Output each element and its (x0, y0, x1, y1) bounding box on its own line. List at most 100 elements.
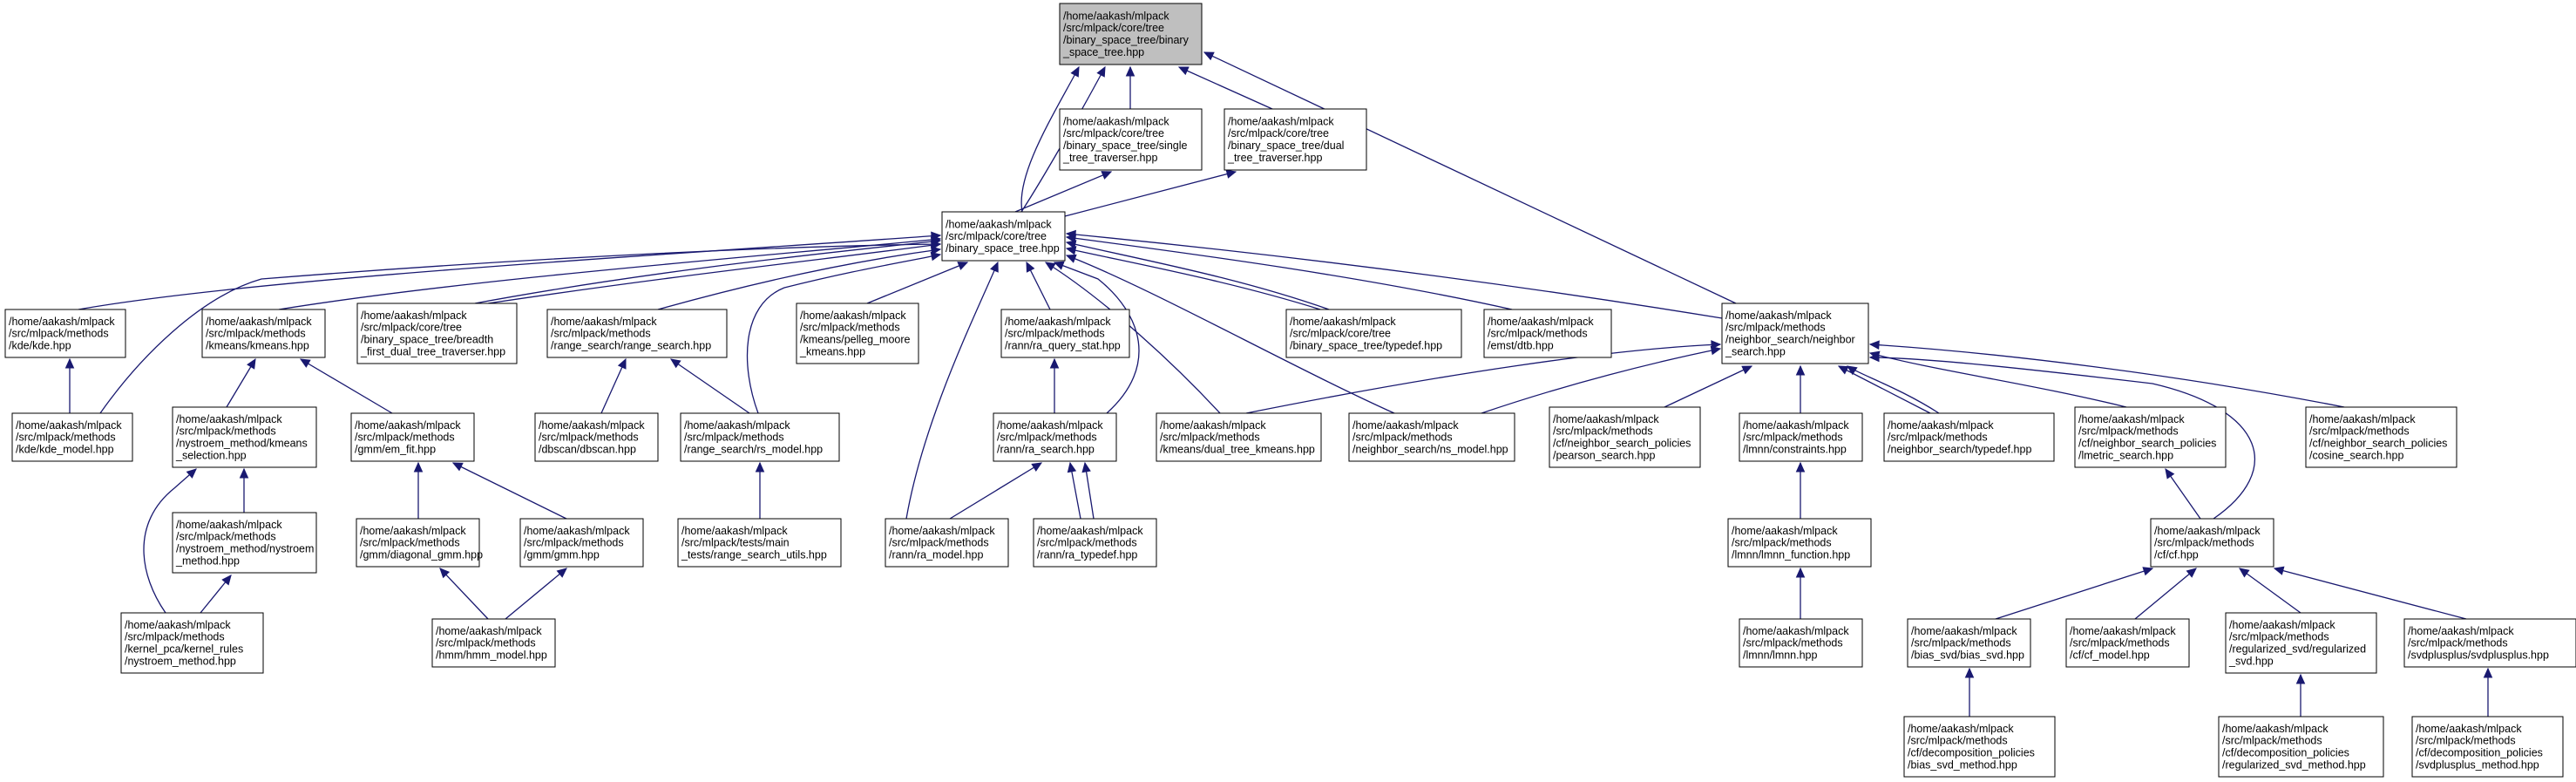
node-lmetric[interactable]: /home/aakash/mlpack/src/mlpack/methods/c… (2074, 406, 2227, 468)
node-label-line: /src/mlpack/methods (16, 432, 116, 444)
node-label-line: /home/aakash/mlpack (2154, 525, 2261, 537)
edge-arrowhead (2239, 568, 2250, 578)
node-box (993, 412, 1117, 462)
edge-arrowhead (239, 467, 249, 479)
node-label-line: /kmeans/pelleg_moore (800, 334, 911, 346)
node-rsutils[interactable]: /home/aakash/mlpack/src/mlpack/tests/mai… (677, 518, 842, 568)
edge-line (905, 262, 999, 520)
node-gmm[interactable]: /home/aakash/mlpack/src/mlpack/methods/g… (519, 518, 644, 568)
node-regsvdpol[interactable]: /home/aakash/mlpack/src/mlpack/methods/c… (2218, 716, 2384, 778)
node-label-line: /pearson_search.hpp (1553, 449, 1655, 461)
edge-rsmodel-to-rangesearch (669, 358, 750, 414)
node-lmnn[interactable]: /home/aakash/mlpack/src/mlpack/methods/l… (1739, 618, 1863, 668)
node-svdpp[interactable]: /home/aakash/mlpack/src/mlpack/methods/s… (2403, 618, 2576, 668)
node-cosine[interactable]: /home/aakash/mlpack/src/mlpack/methods/c… (2305, 406, 2457, 468)
node-lmnnfunc[interactable]: /home/aakash/mlpack/src/mlpack/methods/l… (1727, 518, 1872, 568)
edge-arrowhead (1846, 365, 1858, 376)
node-label-line: /src/mlpack/core/tree (946, 230, 1047, 242)
edge-arrowhead (755, 461, 765, 473)
node-pelleg[interactable]: /home/aakash/mlpack/src/mlpack/methods/k… (796, 303, 919, 364)
edge-arrowhead (1741, 365, 1753, 375)
node-emfit[interactable]: /home/aakash/mlpack/src/mlpack/methods/g… (350, 412, 475, 462)
node-rsmodel[interactable]: /home/aakash/mlpack/src/mlpack/methods/r… (680, 412, 840, 462)
node-emst[interactable]: /home/aakash/mlpack/src/mlpack/methods/e… (1483, 309, 1612, 358)
node-kde[interactable]: /home/aakash/mlpack/src/mlpack/methods/k… (4, 309, 126, 358)
node-label-line: /src/mlpack/methods (1160, 432, 1260, 444)
node-label-line: /src/mlpack/methods (2229, 631, 2329, 643)
node-rangesearch[interactable]: /home/aakash/mlpack/src/mlpack/methods/r… (546, 309, 728, 358)
node-lmnnc[interactable]: /home/aakash/mlpack/src/mlpack/methods/l… (1739, 412, 1863, 462)
edge-line (2274, 568, 2467, 620)
node-label-line: /bias_svd/bias_svd.hpp (1911, 649, 2024, 661)
node-bsttypedef[interactable]: /home/aakash/mlpack/src/mlpack/core/tree… (1285, 309, 1462, 358)
node-dtkmeans[interactable]: /home/aakash/mlpack/src/mlpack/methods/k… (1156, 412, 1322, 462)
edge-arrowhead (2186, 568, 2197, 578)
node-pearson[interactable]: /home/aakash/mlpack/src/mlpack/methods/c… (1549, 406, 1701, 468)
node-svdpppol[interactable]: /home/aakash/mlpack/src/mlpack/methods/c… (2411, 716, 2564, 778)
node-label-line: /regularized_svd_method.hpp (2222, 758, 2366, 771)
edge-arrowhead (451, 462, 464, 472)
node-nstypedef[interactable]: /home/aakash/mlpack/src/mlpack/methods/n… (1883, 412, 2055, 462)
node-kernelnyst[interactable]: /home/aakash/mlpack/src/mlpack/methods/k… (120, 612, 264, 674)
node-cfmodel[interactable]: /home/aakash/mlpack/src/mlpack/methods/c… (2065, 618, 2190, 668)
node-biassvdpol[interactable]: /home/aakash/mlpack/src/mlpack/methods/c… (1903, 716, 2056, 778)
node-nsearch[interactable]: /home/aakash/mlpack/src/mlpack/methods/n… (1721, 303, 1869, 364)
node-dual[interactable]: /home/aakash/mlpack/src/mlpack/core/tree… (1224, 108, 1367, 171)
edge-arrowhead (1868, 352, 1880, 363)
edge-arrowhead (1065, 240, 1077, 249)
edge-emst-to-bst (1065, 234, 1513, 310)
node-breadth[interactable]: /home/aakash/mlpack/src/mlpack/core/tree… (356, 303, 518, 364)
edge-arrowhead (1065, 254, 1077, 263)
edge-line (78, 235, 941, 310)
edge-arrowhead (957, 262, 969, 270)
node-nsmodel[interactable]: /home/aakash/mlpack/src/mlpack/methods/n… (1348, 412, 1515, 462)
node-root[interactable]: /home/aakash/mlpack/src/mlpack/core/tree… (1059, 3, 1203, 65)
node-label-line: /lmetric_search.hpp (2078, 449, 2173, 461)
node-label-line: /regularized_svd/regularized (2229, 643, 2366, 656)
node-dbscan[interactable]: /home/aakash/mlpack/src/mlpack/methods/d… (534, 412, 659, 462)
node-kmeans[interactable]: /home/aakash/mlpack/src/mlpack/methods/k… (201, 309, 326, 358)
graph-nodes: /home/aakash/mlpack/src/mlpack/core/tree… (4, 3, 2576, 778)
edge-line (2239, 568, 2301, 614)
node-label-line: /home/aakash/mlpack (1911, 625, 2017, 637)
node-box (2065, 618, 2190, 668)
edge-nstypedef-to-nsearch (1837, 365, 1931, 414)
node-box (1721, 303, 1869, 364)
node-diaggmm[interactable]: /home/aakash/mlpack/src/mlpack/methods/g… (356, 518, 483, 568)
node-bst[interactable]: /home/aakash/mlpack/src/mlpack/core/tree… (941, 211, 1066, 262)
node-regsvd[interactable]: /home/aakash/mlpack/src/mlpack/methods/r… (2225, 612, 2377, 674)
edge-arrowhead (2295, 673, 2306, 684)
node-label-line: /neighbor_search/typedef.hpp (1888, 443, 2031, 455)
node-label-line: /rann/ra_typedef.hpp (1037, 548, 1137, 561)
node-label-line: /cf/decomposition_policies (2416, 747, 2543, 759)
node-rasearch[interactable]: /home/aakash/mlpack/src/mlpack/methods/r… (993, 412, 1117, 462)
edge-kernelnyst-to-nystsel (143, 468, 197, 614)
edge-line (1869, 343, 2345, 408)
edge-bsttypedef-to-bst (1065, 240, 1330, 310)
node-nystmethod[interactable]: /home/aakash/mlpack/src/mlpack/methods/n… (172, 512, 317, 574)
node-raquery[interactable]: /home/aakash/mlpack/src/mlpack/methods/r… (1000, 309, 1130, 358)
node-ratypedef[interactable]: /home/aakash/mlpack/src/mlpack/methods/r… (1033, 518, 1157, 568)
node-ramodel[interactable]: /home/aakash/mlpack/src/mlpack/methods/r… (885, 518, 1009, 568)
node-biassvd[interactable]: /home/aakash/mlpack/src/mlpack/methods/b… (1907, 618, 2031, 668)
edge-line (866, 262, 968, 304)
node-label-line: /src/mlpack/core/tree (1063, 127, 1164, 139)
node-label-line: /home/aakash/mlpack (360, 525, 466, 537)
node-single[interactable]: /home/aakash/mlpack/src/mlpack/core/tree… (1059, 108, 1203, 171)
node-nystsel[interactable]: /home/aakash/mlpack/src/mlpack/methods/n… (172, 406, 317, 468)
node-label-line: /lmnn/constraints.hpp (1743, 443, 1847, 455)
edge-dtkmeans-to-nsearch (1245, 340, 1722, 414)
node-label-line: /home/aakash/mlpack (1290, 316, 1396, 328)
edge-line (99, 243, 941, 414)
edge-line (143, 468, 197, 614)
node-label-line: /src/mlpack/core/tree (1063, 22, 1164, 34)
node-label-line: /home/aakash/mlpack (355, 419, 461, 432)
node-kdemodel[interactable]: /home/aakash/mlpack/src/mlpack/methods/k… (11, 412, 133, 462)
edge-rangesearch-to-bst (657, 246, 942, 310)
node-hmm[interactable]: /home/aakash/mlpack/src/mlpack/methods/h… (431, 618, 556, 668)
node-box (1285, 309, 1462, 358)
edge-line (1847, 365, 1940, 414)
node-label-line: _tree_traverser.hpp (1062, 152, 1157, 164)
node-cf[interactable]: /home/aakash/mlpack/src/mlpack/methods/c… (2150, 518, 2274, 568)
